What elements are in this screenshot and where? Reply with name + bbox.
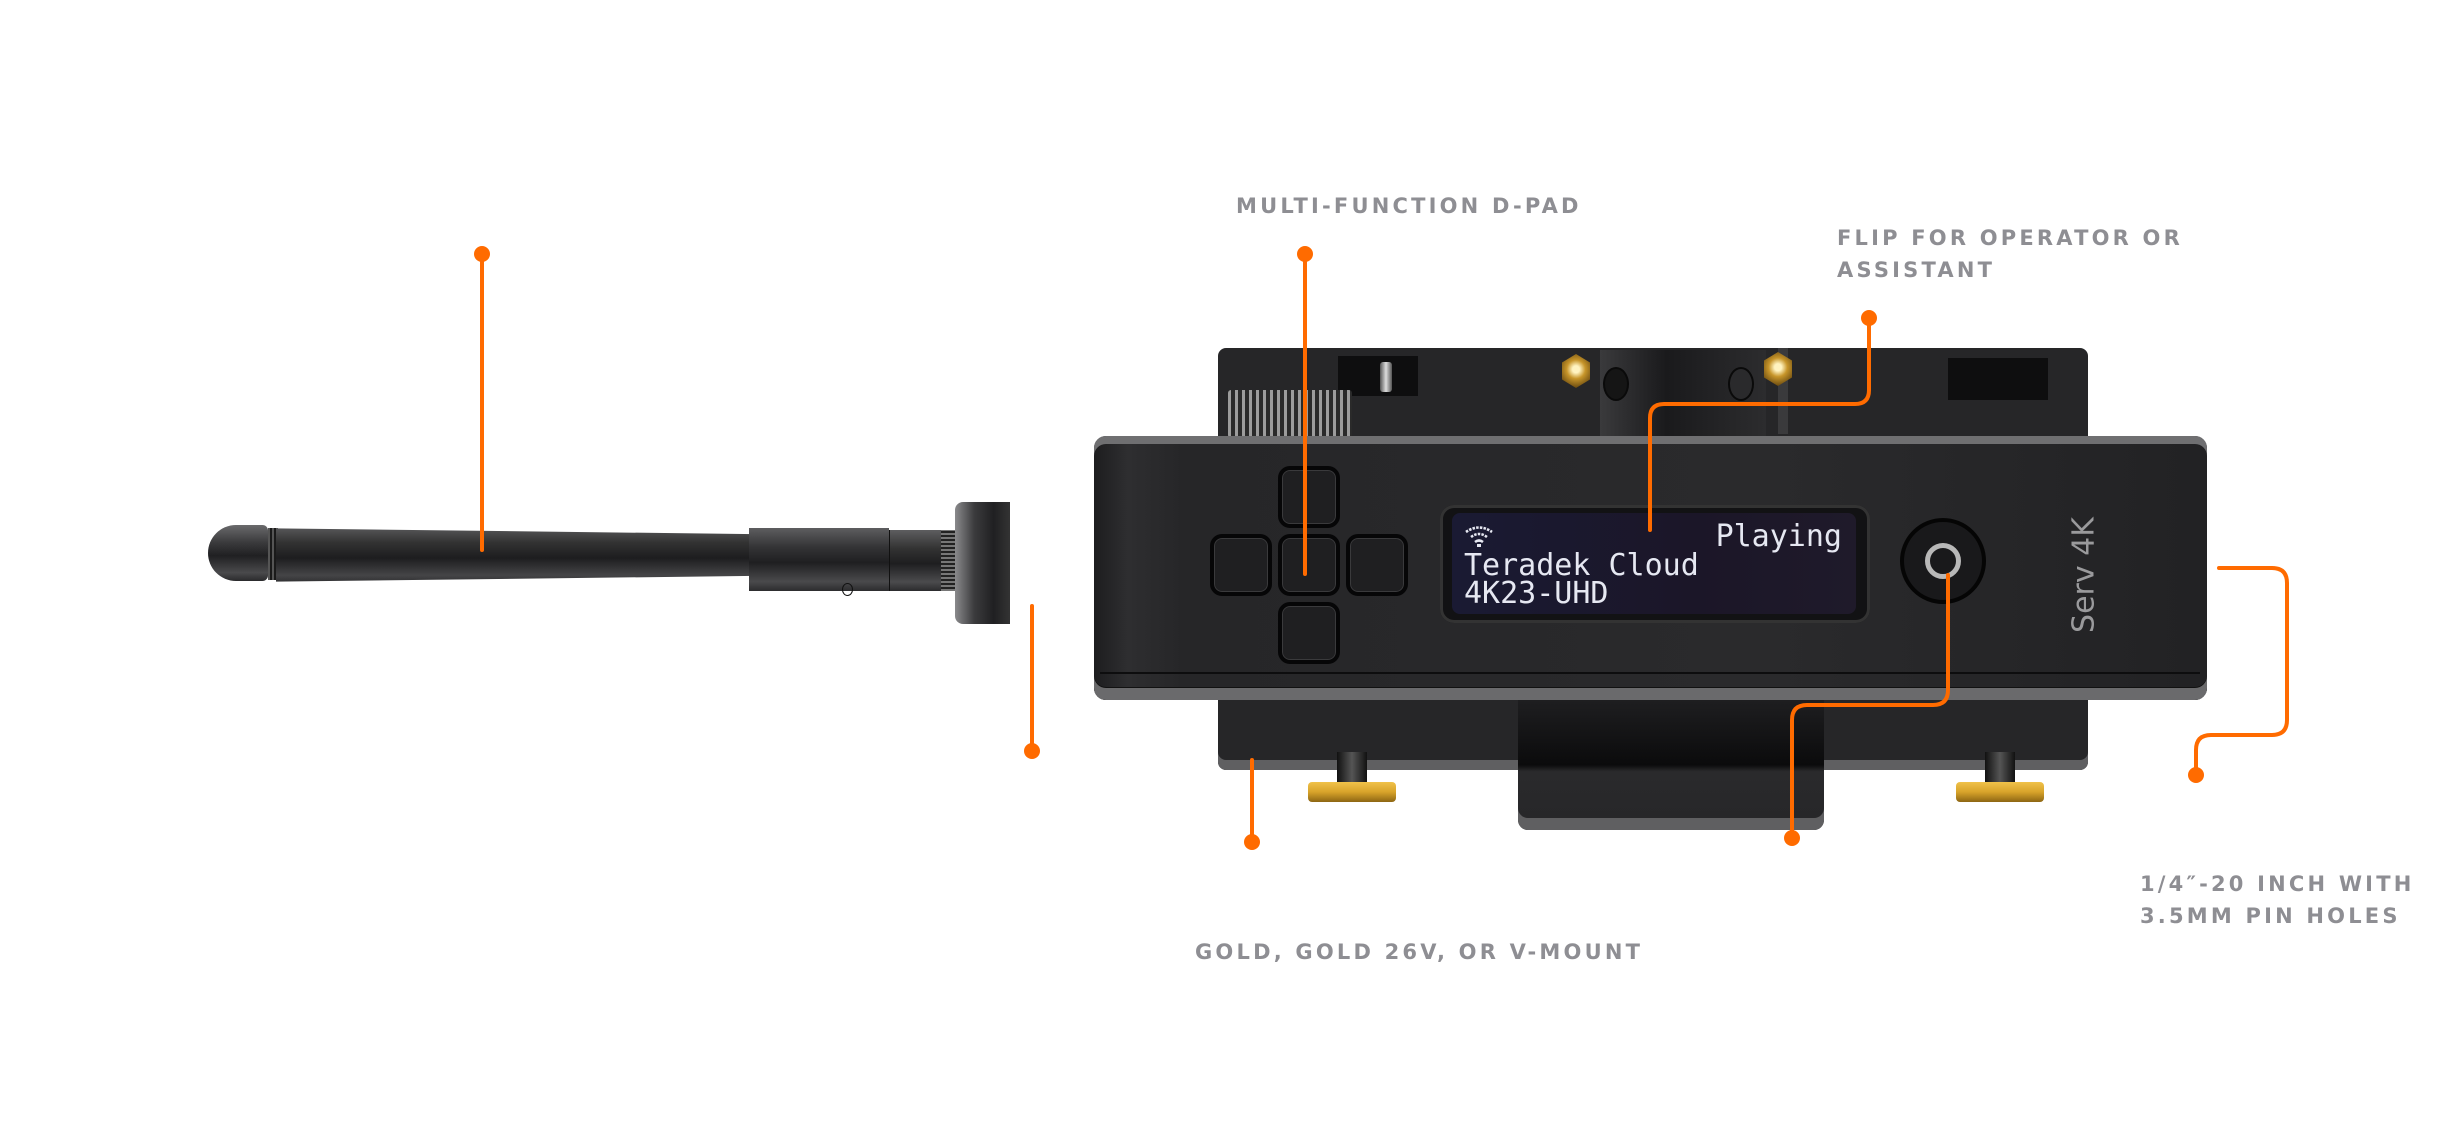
knurled-knob xyxy=(1228,390,1352,438)
callout-flip-line xyxy=(1648,316,1871,532)
antenna-knurl xyxy=(941,530,955,591)
label-dpad: MULTI-FUNCTION D-PAD xyxy=(1236,194,1582,218)
oled-screen: Playing Teradek Cloud 4K23-UHD xyxy=(1452,513,1856,614)
label-mount-line-2: 3.5MM PIN HOLES xyxy=(2140,904,2401,928)
screen-line-2: 4K23-UHD xyxy=(1464,576,1609,611)
plate-slot xyxy=(1338,356,1418,396)
locating-pin xyxy=(1380,362,1392,392)
dpad-right-button[interactable] xyxy=(1346,534,1408,596)
antenna-body xyxy=(276,528,754,582)
mount-pin-gold xyxy=(1308,782,1396,802)
callout-battery-dot xyxy=(1244,834,1260,850)
antenna-ring xyxy=(889,530,942,591)
label-mount: 1/4″-20 INCH WITH 3.5MM PIN HOLES xyxy=(2140,868,2415,932)
dpad-left-button[interactable] xyxy=(1210,534,1272,596)
callout-connector-dot xyxy=(1024,743,1040,759)
dpad-center-button[interactable] xyxy=(1278,534,1340,596)
callout-dpad-dot xyxy=(1297,246,1313,262)
latch-hole xyxy=(1728,367,1754,401)
label-battery: GOLD, GOLD 26V, OR V-MOUNT xyxy=(1195,940,1644,964)
body-seam xyxy=(1100,672,2200,674)
latch-hole xyxy=(1603,367,1629,401)
antenna-connector xyxy=(955,502,1010,624)
screen-line-1: Teradek Cloud xyxy=(1464,548,1699,583)
dpad-down-button[interactable] xyxy=(1278,602,1340,664)
label-flip: FLIP FOR OPERATOR OR ASSISTANT xyxy=(1837,222,2183,286)
label-flip-line-2: ASSISTANT xyxy=(1837,258,1996,282)
screen-status: Playing xyxy=(1715,519,1842,554)
antenna-groove xyxy=(268,528,278,580)
power-button[interactable] xyxy=(1900,518,1986,604)
power-ring-icon xyxy=(1925,543,1961,579)
plate-divider xyxy=(1778,348,1788,434)
battery-tab xyxy=(1518,700,1824,830)
plate-slot xyxy=(1948,358,2048,400)
callout-button-dot xyxy=(1784,830,1800,846)
callout-antenna-dot xyxy=(474,246,490,262)
callout-button-line xyxy=(1790,573,1950,837)
antenna-hole xyxy=(842,583,853,596)
wifi-icon xyxy=(1465,526,1493,547)
antenna-tip xyxy=(208,525,268,581)
callout-flip-dot xyxy=(1861,310,1877,326)
mount-pin-gold xyxy=(1956,782,2044,802)
label-flip-line-1: FLIP FOR OPERATOR OR xyxy=(1837,226,2183,250)
dpad-up-button[interactable] xyxy=(1278,466,1340,528)
antenna-sleeve xyxy=(749,528,889,591)
label-mount-line-1: 1/4″-20 INCH WITH xyxy=(2140,872,2415,896)
callout-mount-dot xyxy=(2188,767,2204,783)
callout-mount-line xyxy=(2194,566,2289,777)
